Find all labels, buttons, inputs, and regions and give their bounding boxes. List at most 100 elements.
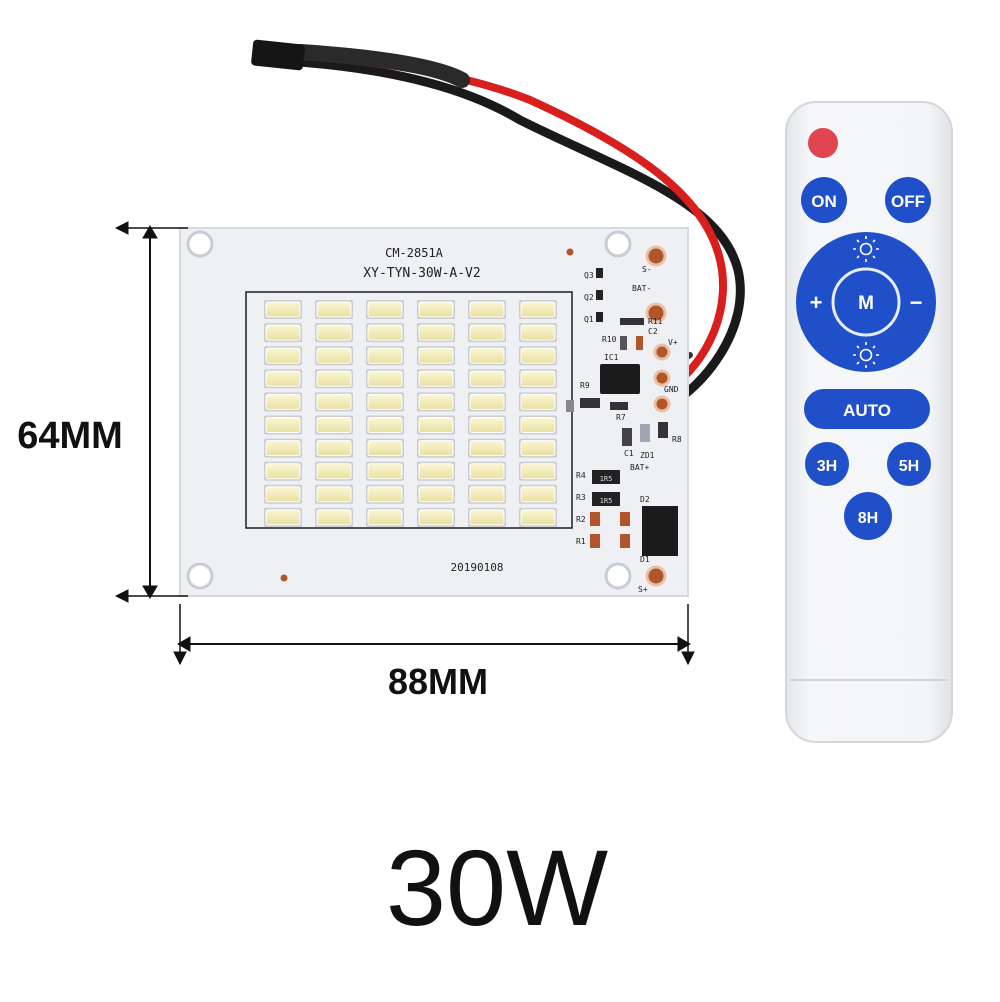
led-pcb: CM-2851A XY-TYN-30W-A-V2 20190108 S- BAT… (179, 227, 689, 597)
smd-led (265, 440, 301, 457)
pad-r2 (590, 512, 600, 526)
smd-led (316, 370, 352, 387)
smd-led (520, 486, 556, 503)
timer-3h-button[interactable]: 3H (805, 442, 849, 486)
label-q3: Q3 (584, 271, 594, 280)
zener-zd1 (640, 424, 650, 442)
timer-5h-button[interactable]: 5H (887, 442, 931, 486)
smd-led (469, 463, 505, 480)
smd-led (265, 417, 301, 433)
smd-led (418, 417, 454, 433)
smd-led (418, 509, 454, 526)
smd-led (367, 301, 403, 318)
mount-hole-bl (186, 562, 214, 590)
plus-button[interactable]: + (810, 290, 823, 315)
wattage-label: 30W (386, 827, 608, 948)
resistor-r7 (610, 402, 628, 410)
wire-sheath (292, 44, 470, 88)
smd-led (469, 509, 505, 526)
led-grid (264, 300, 557, 527)
smd-led (367, 393, 403, 410)
brightness-up-icon[interactable] (853, 236, 879, 262)
smd-led (265, 301, 301, 318)
smd-led (520, 393, 556, 410)
smd-led (367, 347, 403, 364)
label-s-minus: S- (642, 265, 652, 274)
label-r3: R3 (576, 493, 586, 502)
timer-5h-label: 5H (899, 458, 919, 475)
smd-led (520, 509, 556, 526)
resistor-r4 (592, 470, 620, 484)
diode-d1 (642, 532, 678, 556)
pad-s-minus (645, 245, 667, 267)
smd-led (469, 486, 505, 503)
label-q2: Q2 (584, 293, 594, 302)
minus-button[interactable]: − (910, 290, 923, 315)
brightness-down-icon[interactable] (853, 342, 879, 368)
smd-led (265, 393, 301, 410)
diode-d2 (642, 506, 678, 532)
off-button-label: OFF (891, 192, 925, 211)
label-r2: R2 (576, 515, 586, 524)
smd-led (316, 440, 352, 457)
label-s-plus: S+ (638, 585, 648, 594)
auto-button[interactable]: AUTO (804, 389, 930, 429)
label-r8: R8 (672, 435, 682, 444)
power-indicator (808, 128, 838, 158)
smd-led (469, 393, 505, 410)
pcb-components: 1R5 1R5 (566, 268, 678, 556)
smd-led (367, 486, 403, 503)
mode-button-label: M (858, 293, 874, 314)
pcb-model-text: CM-2851A (385, 246, 444, 260)
smd-led (418, 486, 454, 503)
mount-hole-br (604, 562, 632, 590)
smd-led (520, 417, 556, 433)
smd-led (367, 417, 403, 433)
smd-led (418, 347, 454, 364)
on-button[interactable]: ON (801, 177, 847, 223)
pcb-date-code: 20190108 (451, 561, 504, 574)
label-bat-plus: BAT+ (630, 463, 649, 472)
label-bat-minus: BAT- (632, 284, 651, 293)
smd-led (316, 509, 352, 526)
smd-led (418, 463, 454, 480)
smd-led (316, 393, 352, 410)
pad-gnd (653, 369, 671, 387)
smd-led (316, 347, 352, 364)
mode-button[interactable] (831, 267, 901, 337)
timer-8h-button[interactable]: 8H (844, 492, 892, 540)
label-r4: R4 (576, 471, 586, 480)
resistor-r11 (620, 318, 644, 325)
resistor-r3 (592, 492, 620, 506)
capacitor-c1 (622, 428, 632, 446)
smd-led (520, 440, 556, 457)
smd-led (418, 370, 454, 387)
label-r1: R1 (576, 537, 586, 546)
smd-led (469, 347, 505, 364)
resistor-r4-marking: 1R5 (600, 475, 613, 483)
off-button[interactable]: OFF (885, 177, 931, 223)
wire-harness (251, 39, 745, 410)
smd-led (520, 347, 556, 364)
smd-led (520, 301, 556, 318)
smd-led (316, 324, 352, 341)
label-r9: R9 (580, 381, 590, 390)
height-label: 64MM (17, 415, 123, 457)
smd-led (418, 440, 454, 457)
label-r7: R7 (616, 413, 626, 422)
smd-led (265, 486, 301, 503)
capacitor-c2 (636, 336, 643, 350)
pad-bat-minus (645, 302, 667, 324)
pad-r1 (590, 534, 600, 548)
pcb-board (179, 227, 689, 597)
timer-3h-label: 3H (817, 458, 837, 475)
smd-led (316, 301, 352, 318)
remote-control: ON OFF M + − AUTO (785, 101, 953, 743)
label-gnd: GND (664, 385, 679, 394)
transistor-q1 (596, 312, 603, 322)
pcb-version-text: XY-TYN-30W-A-V2 (363, 266, 480, 281)
smd-led (265, 463, 301, 480)
smd-led (367, 324, 403, 341)
smd-led (469, 440, 505, 457)
